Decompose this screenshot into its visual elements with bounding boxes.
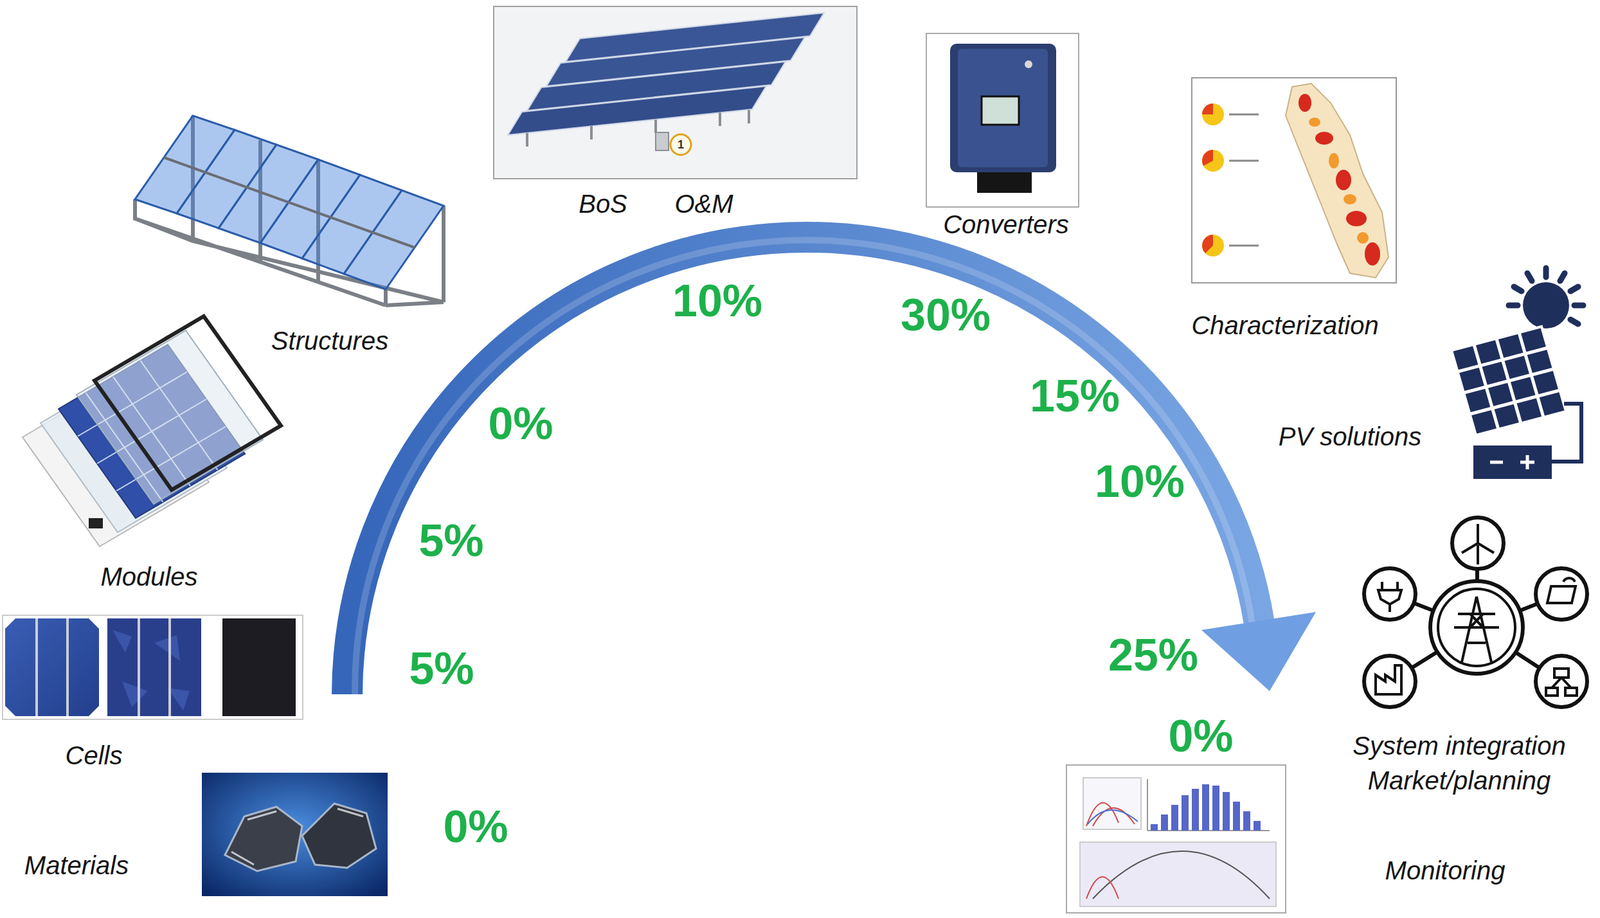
- stage-caption: System integration Market/planning: [1324, 728, 1595, 798]
- system-integration-icon: [1364, 517, 1588, 708]
- stage-caption: BoS: [578, 188, 628, 220]
- cells-image: [2, 615, 303, 720]
- share-percentage: 10%: [672, 276, 763, 326]
- stage-caption: Cells: [65, 739, 123, 771]
- share-percentage: 10%: [1094, 457, 1185, 507]
- share-percentage: 15%: [1029, 371, 1120, 422]
- share-percentage: 0%: [442, 802, 508, 852]
- stage-caption: Structures: [271, 325, 389, 357]
- callout-number: 1: [677, 138, 684, 151]
- monitoring-screenshot: [1066, 764, 1286, 913]
- stage-caption: Converters: [943, 208, 1070, 240]
- bos-photo: [493, 6, 857, 179]
- stage-caption: O&M: [674, 188, 733, 220]
- stage-caption: Monitoring: [1385, 854, 1506, 886]
- stage-caption: PV solutions: [1278, 421, 1422, 452]
- inverter-image: [926, 33, 1079, 207]
- stage-caption: Modules: [100, 561, 198, 593]
- flow-arrow: [347, 237, 1316, 695]
- share-percentage: 0%: [1168, 711, 1233, 762]
- materials-image: [201, 772, 388, 897]
- pv-solution-icon: [1451, 268, 1584, 479]
- structures-image: [134, 115, 444, 306]
- modules-image: [22, 316, 281, 547]
- stage-caption: Characterization: [1191, 309, 1379, 341]
- share-percentage: 5%: [418, 516, 484, 566]
- share-percentage: 30%: [900, 290, 991, 341]
- stage-caption: Materials: [24, 849, 129, 881]
- share-percentage: 5%: [408, 644, 474, 694]
- map-image: [1191, 77, 1397, 283]
- share-percentage: 0%: [487, 399, 553, 449]
- share-percentage: 25%: [1108, 630, 1199, 681]
